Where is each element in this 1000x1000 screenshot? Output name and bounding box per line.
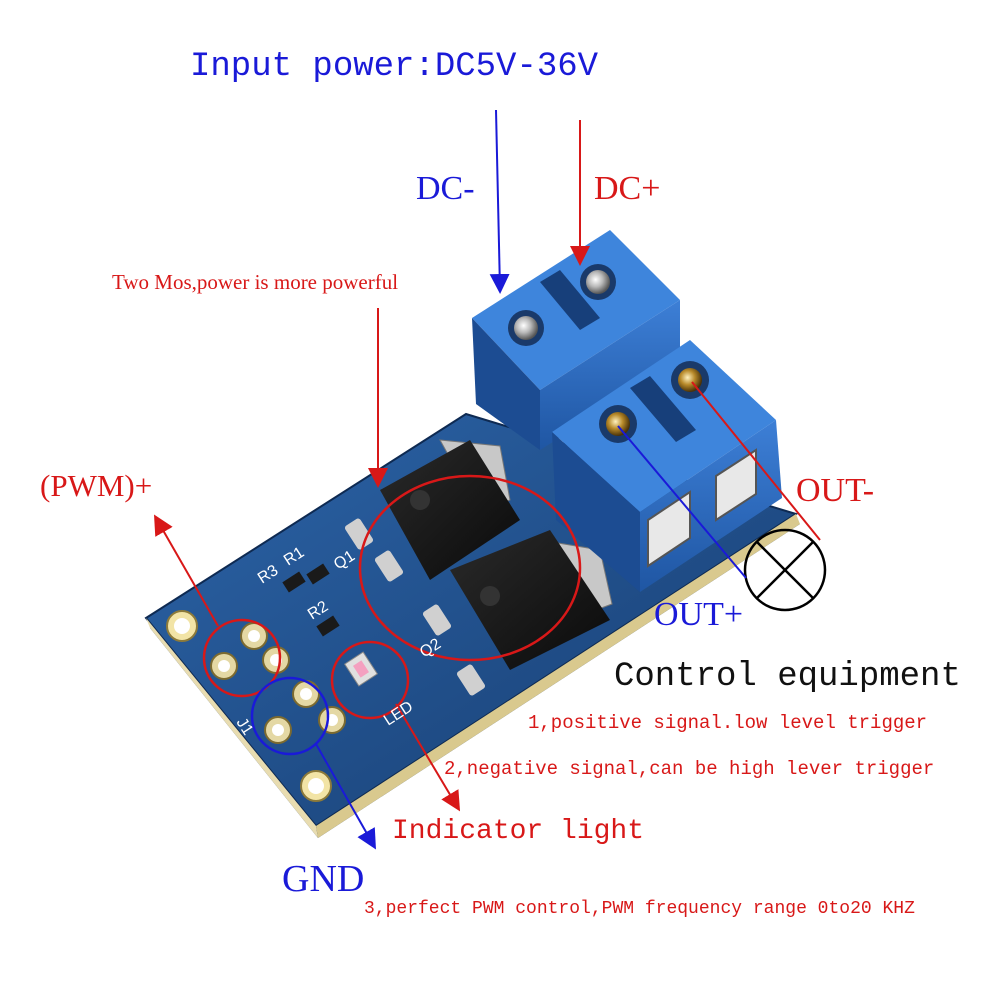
arrow-dc-minus: [489, 109, 510, 294]
feature-2: 2,negative signal,can be high lever trig…: [444, 758, 935, 780]
header-j1: [210, 622, 346, 744]
output-terminal-block: [552, 340, 782, 592]
out-minus-label: OUT-: [796, 472, 875, 509]
mosfet-q2: [422, 530, 613, 696]
led-component: [344, 651, 378, 687]
out-plus-label: OUT+: [654, 596, 744, 633]
pwm-plus-label: (PWM)+: [40, 468, 153, 503]
arrow-pwm: [154, 514, 219, 627]
callout-arrows: [154, 109, 590, 850]
highlight-circles: [202, 474, 582, 756]
arrow-indicator: [395, 703, 461, 812]
indicator-light-label: Indicator light: [392, 816, 645, 847]
dc-plus-label: DC+: [594, 170, 661, 207]
mosfet-highlight: [358, 474, 582, 662]
mounting-holes: [166, 610, 332, 802]
feature-1: 1,positive signal.low level trigger: [528, 712, 928, 734]
gnd-label: GND: [282, 858, 365, 900]
led-highlight: [330, 640, 410, 720]
lamp-symbol: [617, 381, 827, 612]
control-equipment-label: Control equipment: [614, 658, 961, 696]
input-terminal-block: [472, 230, 680, 450]
silk-j1: J1: [233, 715, 257, 739]
input-power-title: Input power:DC5V-36V: [190, 48, 599, 86]
lamp-wire-out-plus: [617, 425, 747, 579]
feature-3: 3,perfect PWM control,PWM frequency rang…: [364, 899, 915, 919]
smd-resistors: [282, 563, 340, 637]
lamp-wire-out-minus: [691, 381, 821, 541]
dc-minus-label: DC-: [416, 170, 475, 207]
pwm-pin-highlight: [202, 618, 282, 698]
two-mos-label: Two Mos,power is more powerful: [112, 270, 399, 294]
arrow-gnd: [315, 743, 376, 850]
gnd-pin-highlight: [250, 676, 330, 756]
